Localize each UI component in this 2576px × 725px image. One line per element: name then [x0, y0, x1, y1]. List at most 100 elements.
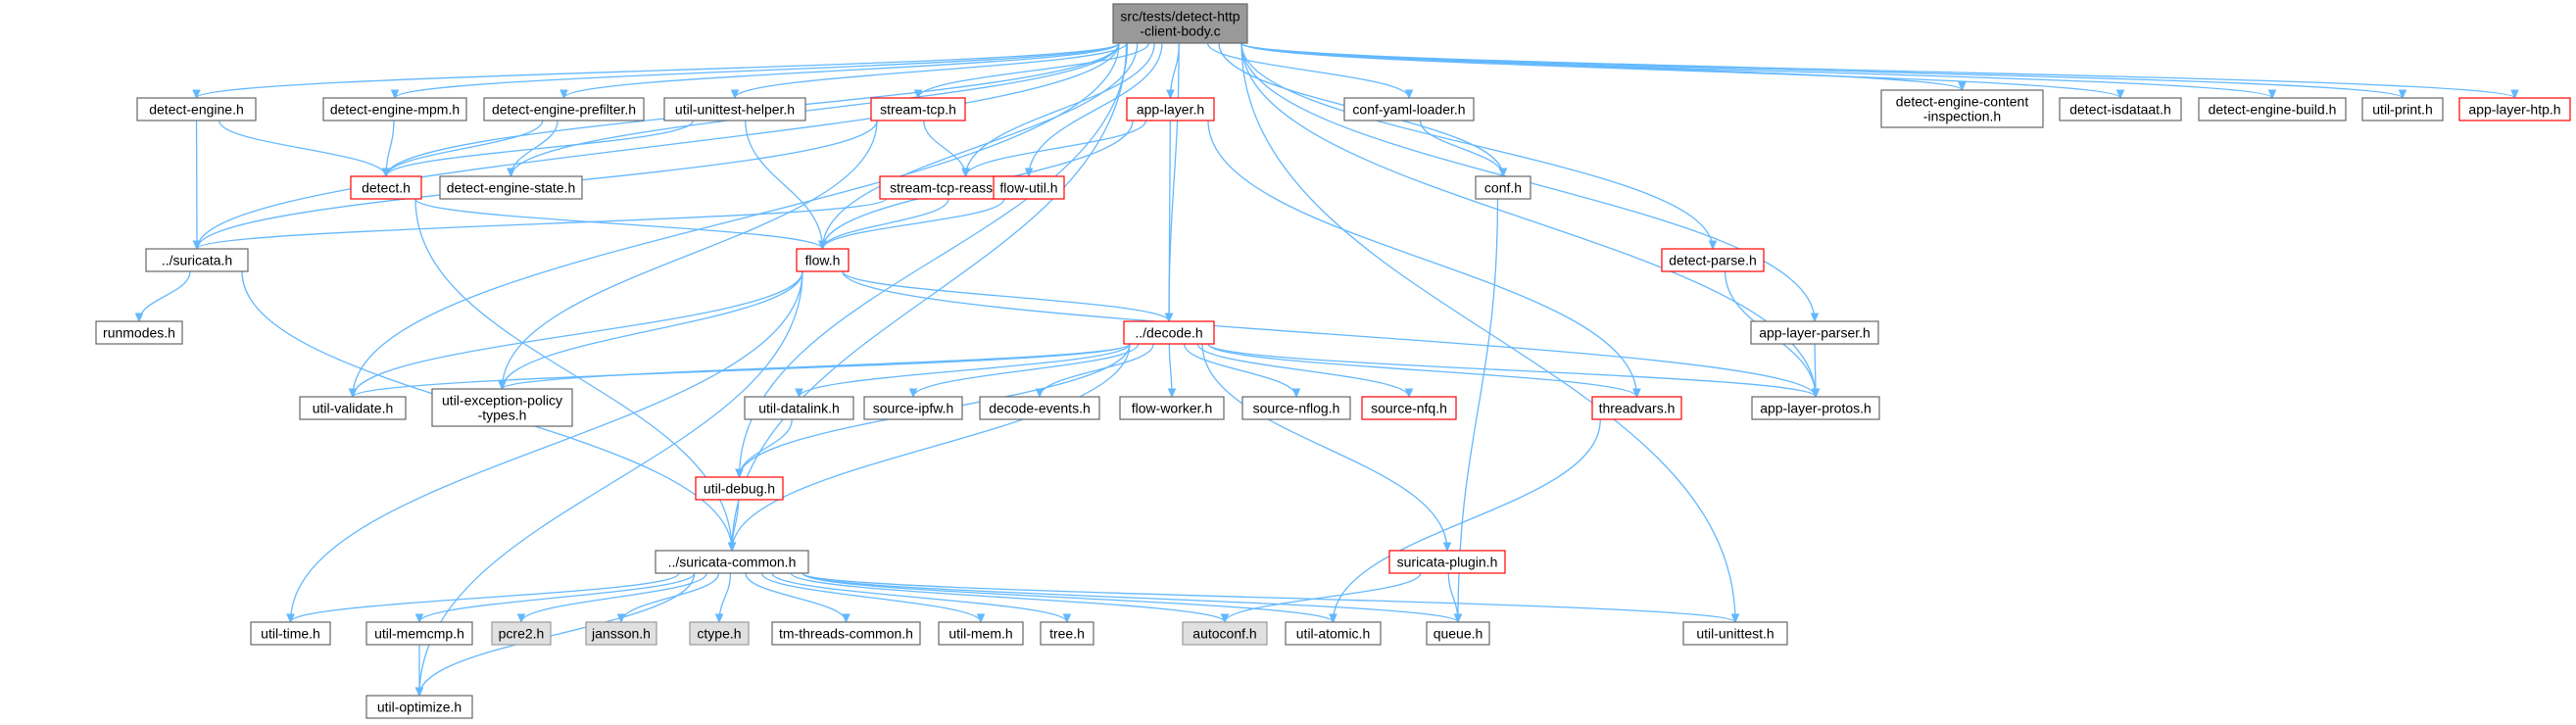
node-tree[interactable]: tree.h — [1040, 621, 1094, 646]
node-conf-yaml-loader[interactable]: conf-yaml-loader.h — [1343, 97, 1475, 121]
node-label: conf-yaml-loader.h — [1352, 102, 1465, 118]
node-util-unittest-helper[interactable]: util-unittest-helper.h — [663, 97, 806, 121]
node-util-unittest[interactable]: util-unittest.h — [1682, 621, 1788, 646]
node-box — [1343, 97, 1475, 121]
edge-flow-to-app-layer-protos — [842, 270, 1821, 399]
node-source-nfq[interactable]: source-nfq.h — [1361, 396, 1457, 420]
node-label: detect-isdataat.h — [2069, 102, 2171, 118]
node-util-optimize[interactable]: util-optimize.h — [365, 695, 473, 719]
node-label: autoconf.h — [1192, 626, 1256, 642]
node-label: flow-worker.h — [1132, 401, 1212, 416]
node-ctype[interactable]: ctype.h — [689, 621, 750, 646]
node-box — [585, 621, 657, 646]
node-detect-engine-build[interactable]: detect-engine-build.h — [2198, 97, 2347, 121]
node-suricata[interactable]: ../suricata.h — [145, 248, 249, 272]
edge-root-to-detect-engine — [192, 42, 1120, 100]
node-util-memcmp[interactable]: util-memcmp.h — [365, 621, 473, 646]
node-suricata-plugin[interactable]: suricata-plugin.h — [1388, 550, 1506, 574]
edge-detect-engine-to-detect — [219, 120, 391, 178]
node-detect[interactable]: detect.h — [350, 175, 422, 200]
node-box — [1241, 396, 1351, 420]
node-box — [250, 621, 331, 646]
edge-util-memcmp-to-util-optimize — [414, 645, 424, 698]
node-flow[interactable]: flow.h — [796, 248, 850, 272]
node-label: -inspection.h — [1923, 109, 2001, 124]
node-box — [2198, 97, 2347, 121]
node-box — [145, 248, 249, 272]
node-decode[interactable]: ../decode.h — [1123, 320, 1215, 345]
edge-root-to-detect-isdataat — [1240, 42, 2125, 100]
node-label: util-print.h — [2372, 102, 2432, 118]
node-util-datalink[interactable]: util-datalink.h — [744, 396, 854, 420]
node-util-print[interactable]: util-print.h — [2361, 97, 2444, 121]
edge-decode-to-suricata-plugin — [1201, 343, 1452, 553]
node-tm-threads-common[interactable]: tm-threads-common.h — [771, 621, 921, 646]
node-box — [1388, 550, 1506, 574]
edge-suricata-common-to-queue — [802, 572, 1463, 624]
node-util-atomic[interactable]: util-atomic.h — [1285, 621, 1382, 646]
node-util-validate[interactable]: util-validate.h — [299, 396, 407, 420]
edge-root-to-app-layer-htp — [1240, 42, 2519, 100]
node-label: detect-engine-prefilter.h — [492, 102, 636, 118]
node-detect-engine[interactable]: detect-engine.h — [136, 97, 257, 121]
edge-root-to-detect-parse — [1240, 42, 1718, 251]
node-stream-tcp[interactable]: stream-tcp.h — [870, 97, 966, 121]
node-root[interactable]: src/tests/detect-http-client-body.c — [1112, 3, 1248, 44]
node-queue[interactable]: queue.h — [1426, 621, 1490, 646]
node-label: -client-body.c — [1140, 24, 1220, 39]
node-label: util-time.h — [261, 626, 320, 642]
node-detect-engine-content[interactable]: detect-engine-content-inspection.h — [1880, 89, 2044, 128]
node-box — [1126, 97, 1215, 121]
node-label: stream-tcp.h — [880, 102, 956, 118]
node-runmodes[interactable]: runmodes.h — [95, 320, 183, 345]
edge-suricata-common-to-tree — [771, 572, 1072, 624]
edge-decode-to-app-layer-protos — [1207, 343, 1821, 399]
node-jansson[interactable]: jansson.h — [585, 621, 657, 646]
node-source-nflog[interactable]: source-nflog.h — [1241, 396, 1351, 420]
node-flow-util[interactable]: flow-util.h — [993, 175, 1065, 200]
edges-layer — [134, 42, 2519, 698]
edge-conf-yaml-loader-to-conf — [1419, 120, 1508, 178]
node-flow-worker[interactable]: flow-worker.h — [1119, 396, 1225, 420]
node-util-time[interactable]: util-time.h — [250, 621, 331, 646]
node-label: util-unittest.h — [1696, 626, 1774, 642]
edge-suricata-common-to-ctype — [714, 572, 732, 624]
edge-decode-to-source-ipfw — [908, 343, 1140, 399]
node-app-layer-htp[interactable]: app-layer-htp.h — [2458, 97, 2571, 121]
node-conf[interactable]: conf.h — [1475, 175, 1531, 200]
node-box — [796, 248, 850, 272]
node-threadvars[interactable]: threadvars.h — [1591, 396, 1682, 420]
node-box — [870, 97, 966, 121]
node-label: util-debug.h — [704, 481, 775, 497]
node-app-layer[interactable]: app-layer.h — [1126, 97, 1215, 121]
node-label: util-mem.h — [948, 626, 1012, 642]
node-detect-parse[interactable]: detect-parse.h — [1661, 248, 1765, 272]
edge-decode-to-flow-worker — [1167, 343, 1177, 399]
node-source-ipfw[interactable]: source-ipfw.h — [863, 396, 963, 420]
node-decode-events[interactable]: decode-events.h — [979, 396, 1100, 420]
node-label: detect.h — [362, 180, 411, 196]
node-box — [2059, 97, 2182, 121]
node-autoconf[interactable]: autoconf.h — [1182, 621, 1268, 646]
node-label: source-nflog.h — [1253, 401, 1340, 416]
node-pcre2[interactable]: pcre2.h — [491, 621, 552, 646]
edge-suricata-common-to-autoconf — [790, 572, 1230, 624]
node-util-debug[interactable]: util-debug.h — [695, 476, 784, 501]
node-detect-isdataat[interactable]: detect-isdataat.h — [2059, 97, 2182, 121]
node-detect-engine-state[interactable]: detect-engine-state.h — [439, 175, 583, 200]
node-box — [299, 396, 407, 420]
node-detect-engine-mpm[interactable]: detect-engine-mpm.h — [322, 97, 467, 121]
edge-flow-to-util-exception-policy-types — [498, 270, 803, 391]
node-app-layer-parser[interactable]: app-layer-parser.h — [1750, 320, 1879, 345]
node-box — [365, 621, 473, 646]
edge-suricata-common-to-util-memcmp — [414, 572, 696, 624]
node-util-mem[interactable]: util-mem.h — [938, 621, 1024, 646]
node-label: decode-events.h — [989, 401, 1091, 416]
node-label: util-memcmp.h — [374, 626, 464, 642]
node-util-exception-policy-types[interactable]: util-exception-policy-types.h — [431, 388, 573, 427]
node-detect-engine-prefilter[interactable]: detect-engine-prefilter.h — [483, 97, 645, 121]
node-box — [1040, 621, 1094, 646]
node-suricata-common[interactable]: ../suricata-common.h — [655, 550, 809, 574]
node-app-layer-protos[interactable]: app-layer-protos.h — [1751, 396, 1880, 420]
